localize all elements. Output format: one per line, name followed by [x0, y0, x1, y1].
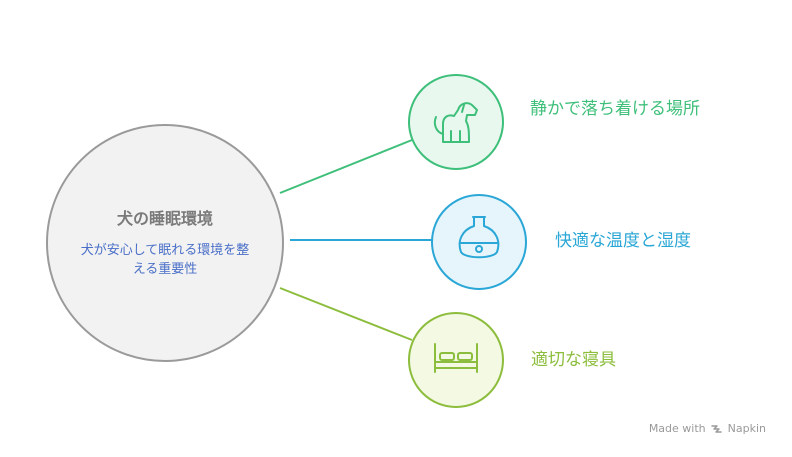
center-title: 犬の睡眠環境 [116, 209, 213, 228]
label-bedding: 適切な寝具 [531, 350, 616, 370]
made-with-napkin-badge[interactable]: Made with Napkin [649, 422, 766, 435]
dog-icon [433, 102, 478, 143]
bed-icon [434, 343, 478, 373]
node-bedding-circle [408, 312, 504, 408]
center-description: 犬が安心して眠れる環境を整える重要性 [80, 243, 250, 277]
made-with-text: Made with [648, 422, 706, 435]
humidifier-icon [458, 216, 500, 259]
connector-quiet-place [279, 139, 413, 194]
central-hub-circle [46, 124, 284, 362]
connector-bedding [279, 287, 413, 341]
node-quiet-place-circle [408, 74, 504, 170]
napkin-logo-icon [710, 424, 722, 433]
label-temperature: 快適な温度と湿度 [555, 231, 691, 251]
label-quiet-place: 静かで落ち着ける場所 [530, 99, 700, 119]
napkin-brand-text: Napkin [727, 422, 766, 435]
